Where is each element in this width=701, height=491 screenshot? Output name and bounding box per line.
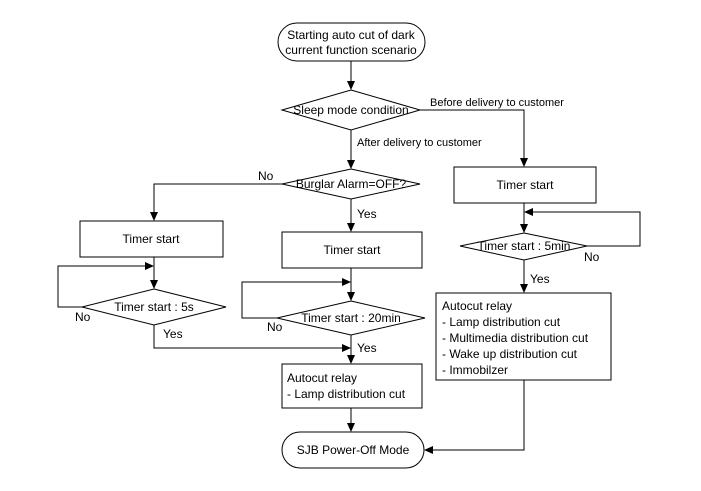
arrowhead xyxy=(424,446,433,454)
connector xyxy=(241,281,342,319)
burglar-alarm-decision: Burglar Alarm=OFF? xyxy=(281,168,421,200)
connector xyxy=(433,380,525,451)
right-autocut-line-5: - Immobilzer xyxy=(442,363,508,377)
connector xyxy=(57,265,145,308)
middle-timer-start-label: Timer start xyxy=(324,243,382,257)
left-yes-label: Yes xyxy=(163,327,183,341)
start-line-1: Starting auto cut of dark xyxy=(287,28,415,42)
right-autocut-line-1: Autocut relay xyxy=(442,299,512,313)
left-timer-start-label: Timer start xyxy=(123,232,181,246)
arrowhead xyxy=(145,262,154,270)
middle-autocut-line-2: - Lamp distribution cut xyxy=(287,387,406,401)
middle-timer-20min-decision: Timer start : 20min xyxy=(276,300,426,336)
right-timer-5min-label: Timer start : 5min xyxy=(478,239,571,253)
arrowhead xyxy=(347,81,355,90)
branch-label-before-delivery: Before delivery to customer xyxy=(430,97,564,109)
arrowhead xyxy=(347,160,355,169)
right-autocut-line-3: - Multimedia distribution cut xyxy=(442,331,589,345)
middle-timer-start-box: Timer start xyxy=(281,231,423,269)
arrowhead xyxy=(347,292,355,301)
burglar-alarm-label: Burglar Alarm=OFF? xyxy=(296,177,407,191)
connector xyxy=(153,325,342,349)
right-autocut-relay-box: Autocut relay - Lamp distribution cut - … xyxy=(435,292,612,381)
arrowhead xyxy=(520,224,528,233)
middle-yes-label: Yes xyxy=(357,341,377,355)
middle-autocut-relay-box: Autocut relay - Lamp distribution cut xyxy=(281,363,423,409)
right-yes-label: Yes xyxy=(530,272,550,286)
sleep-mode-label: Sleep mode condition xyxy=(293,103,408,117)
start-terminator: Starting auto cut of dark current functi… xyxy=(277,22,426,62)
arrowhead xyxy=(524,208,533,216)
arrowhead xyxy=(342,278,351,286)
right-autocut-line-2: - Lamp distribution cut xyxy=(442,315,561,329)
connector xyxy=(533,211,641,247)
right-timer-start-label: Timer start xyxy=(497,178,555,192)
burglar-no-label: No xyxy=(258,169,274,183)
end-label: SJB Power-Off Mode xyxy=(297,443,410,457)
right-timer-5min-decision: Timer start : 5min xyxy=(459,232,588,261)
sleep-mode-decision: Sleep mode condition xyxy=(280,89,422,131)
arrowhead xyxy=(342,344,351,352)
connector xyxy=(420,109,525,158)
end-terminator: SJB Power-Off Mode xyxy=(281,431,425,469)
arrowhead xyxy=(150,212,158,221)
left-timer-start-box: Timer start xyxy=(79,220,224,258)
left-timer-5s-decision: Timer start : 5s xyxy=(81,288,227,326)
middle-no-label: No xyxy=(267,320,283,334)
arrowhead xyxy=(520,284,528,293)
arrowhead xyxy=(347,223,355,232)
burglar-yes-label: Yes xyxy=(357,207,377,221)
middle-timer-20min-label: Timer start : 20min xyxy=(301,311,401,325)
arrowhead xyxy=(347,423,355,432)
arrowhead xyxy=(150,280,158,289)
arrowhead xyxy=(520,158,528,167)
branch-label-after-delivery: After delivery to customer xyxy=(357,137,482,149)
arrowhead xyxy=(347,355,355,364)
right-no-label: No xyxy=(584,250,600,264)
right-autocut-line-4: - Wake up distribution cut xyxy=(442,347,578,361)
left-no-label: No xyxy=(75,310,91,324)
start-line-2: current function scenario xyxy=(285,43,417,57)
connector xyxy=(153,183,282,212)
right-timer-start-box: Timer start xyxy=(453,166,597,204)
middle-autocut-line-1: Autocut relay xyxy=(287,371,357,385)
left-timer-5s-label: Timer start : 5s xyxy=(114,300,194,314)
